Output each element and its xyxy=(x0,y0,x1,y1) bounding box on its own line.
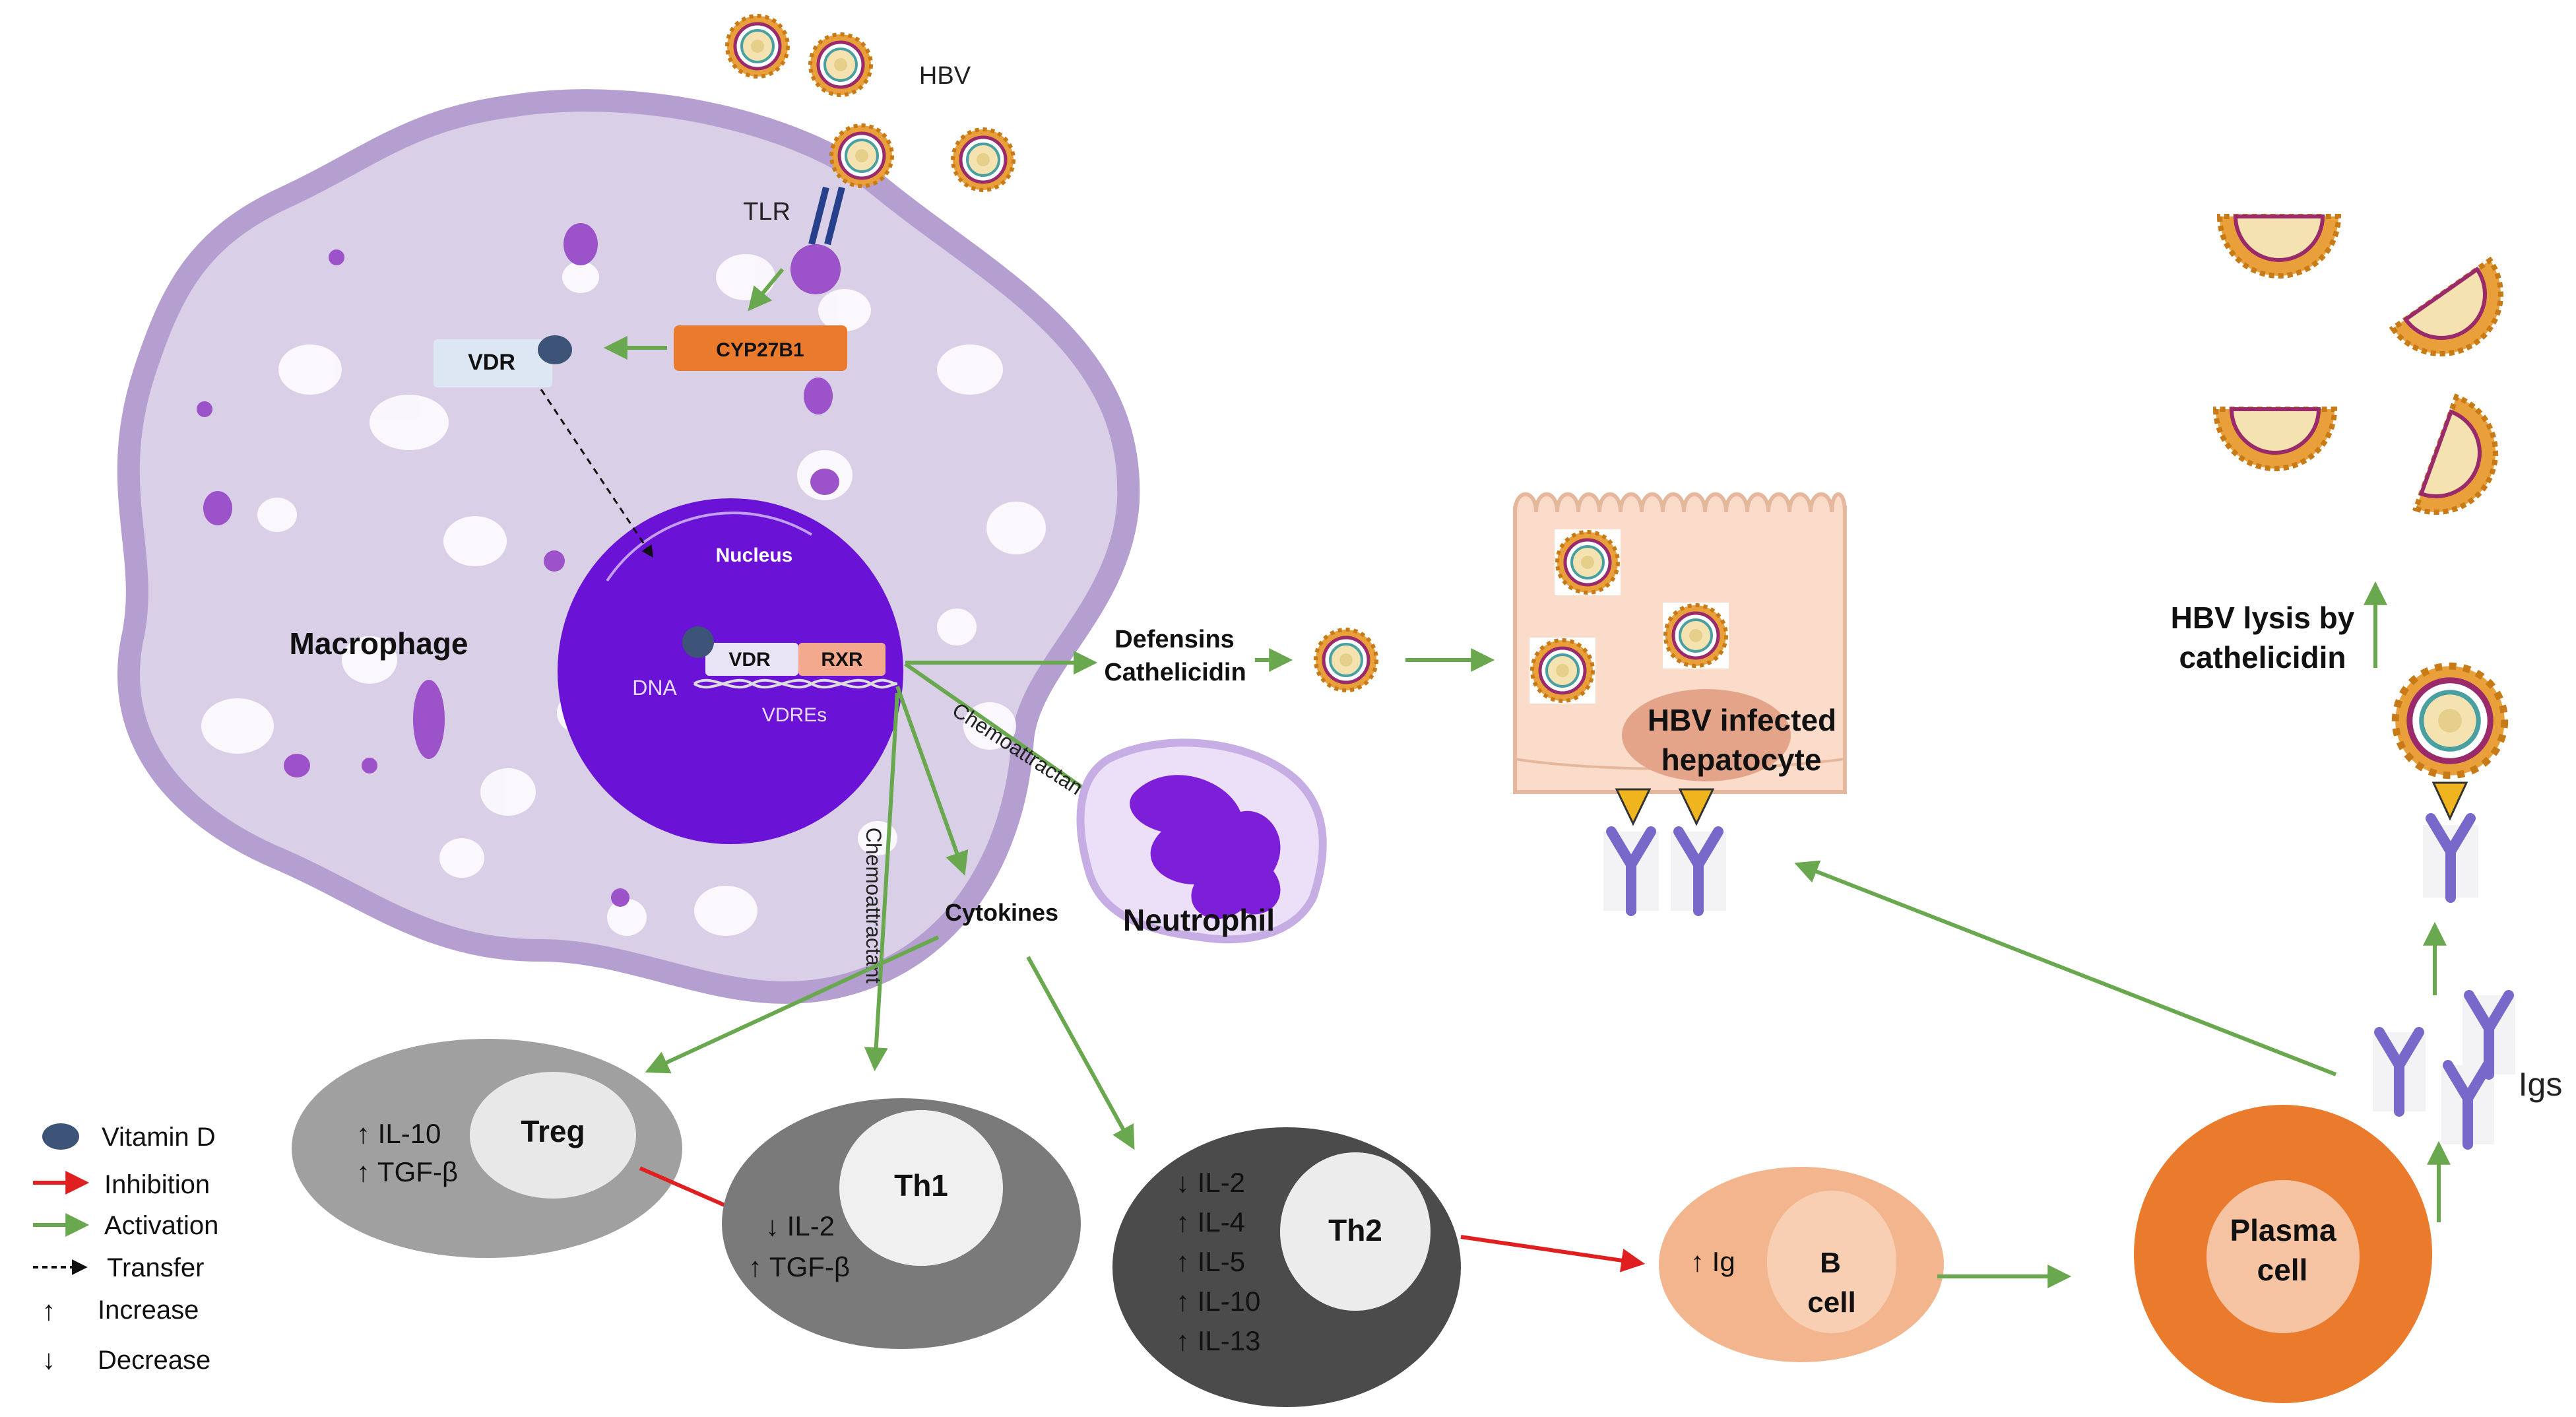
dna-label: DNA xyxy=(632,676,677,700)
hepatocyte-label-2: hepatocyte xyxy=(1661,742,1822,777)
cyp27b1-box xyxy=(674,325,847,371)
arrow-th2-to-bcell xyxy=(1460,1235,1646,1272)
th2-effect-3: ↑ IL-5 xyxy=(1176,1246,1245,1277)
legend-activation-label: Activation xyxy=(104,1211,218,1240)
th1-label: Th1 xyxy=(894,1168,948,1203)
th2-cell xyxy=(1112,1127,1461,1407)
dna-helix xyxy=(693,678,898,689)
vdr-nucleus-box xyxy=(705,643,798,676)
legend-inhibition-label: Inhibition xyxy=(104,1170,210,1199)
th1-cell xyxy=(722,1098,1081,1349)
bcell-label-1: B xyxy=(1820,1247,1841,1279)
arrow-chemo-to-neutrophil xyxy=(904,662,1110,807)
vdres-label: VDREs xyxy=(762,704,827,726)
legend: Vitamin D Inhibition Activation Transfer… xyxy=(33,1123,218,1375)
hbv-opsonized xyxy=(2395,666,2505,898)
legend-decrease-symbol: ↓ xyxy=(42,1344,56,1375)
chemoattractant-vert-label: Chemoattractant xyxy=(862,828,886,984)
th2-effect-5: ↑ IL-13 xyxy=(1176,1325,1260,1356)
arrow-igs-to-hepatocyte xyxy=(1794,860,2337,1076)
nucleus: Nucleus DNA VDR RXR VDREs xyxy=(558,498,903,844)
neutrophil-label: Neutrophil xyxy=(1123,903,1275,937)
arrow-transfer-to-nucleus xyxy=(540,389,653,558)
vdr-top-label: VDR xyxy=(468,350,515,375)
plasma-label-1: Plasma xyxy=(2230,1213,2336,1247)
arrow-cytokines-to-treg xyxy=(645,935,940,1074)
th2-effect-2: ↑ IL-4 xyxy=(1176,1206,1245,1237)
hbv-label: HBV xyxy=(919,62,971,90)
th1-effect-1: ↓ IL-2 xyxy=(765,1210,835,1241)
treg-effect-1: ↑ IL-10 xyxy=(356,1118,441,1149)
hepatocyte-antibodies xyxy=(1603,788,1726,911)
hbv-particle-mid xyxy=(1316,630,1376,690)
plasma-cell xyxy=(2134,1105,2432,1403)
arrow-to-cytokines xyxy=(895,685,969,876)
treg-label: Treg xyxy=(521,1114,585,1148)
igs-cluster xyxy=(2373,995,2515,1144)
legend-vitamin-d-symbol xyxy=(42,1123,79,1150)
vdr-top-box xyxy=(434,339,552,387)
lysed-hbv-particles xyxy=(2212,214,2503,515)
neutrophil-cell xyxy=(1076,739,1327,944)
tlr-label: TLR xyxy=(743,198,790,226)
lysis-label-2: cathelicidin xyxy=(2179,640,2346,675)
legend-decrease-label: Decrease xyxy=(98,1346,210,1375)
legend-increase-symbol: ↑ xyxy=(42,1295,56,1326)
arrow-chemo-to-th1 xyxy=(864,692,899,1072)
b-cell xyxy=(1659,1167,1944,1362)
igs-label: Igs xyxy=(2519,1066,2563,1103)
th2-label: Th2 xyxy=(1328,1213,1382,1247)
treg-cell xyxy=(292,1039,682,1258)
rxr-label: RXR xyxy=(821,649,863,671)
vitamin-d-top xyxy=(538,335,572,364)
defensins-label: Defensins xyxy=(1114,626,1235,653)
lysis-label-1: HBV lysis by xyxy=(2171,601,2355,635)
plasma-label-2: cell xyxy=(2257,1253,2308,1287)
cyp27b1-label: CYP27B1 xyxy=(716,339,804,361)
bcell-effect: ↑ Ig xyxy=(1690,1246,1735,1277)
treg-effect-2: ↑ TGF-β xyxy=(356,1156,458,1187)
th2-effect-1: ↓ IL-2 xyxy=(1176,1167,1245,1198)
hepatocyte-cell xyxy=(1513,492,1847,794)
th1-effect-2: ↑ TGF-β xyxy=(748,1251,850,1282)
legend-transfer-label: Transfer xyxy=(107,1253,204,1282)
rxr-box xyxy=(798,643,886,676)
legend-vitamin-d-label: Vitamin D xyxy=(102,1123,216,1152)
vitamin-d-nucleus xyxy=(682,626,714,658)
bcell-label-2: cell xyxy=(1807,1286,1855,1319)
arrow-cytokines-to-th2 xyxy=(1026,956,1135,1150)
tlr-receptor xyxy=(790,186,845,294)
cytokines-label: Cytokines xyxy=(945,899,1058,926)
hepatocyte-label-1: HBV infected xyxy=(1648,703,1836,737)
legend-increase-label: Increase xyxy=(98,1296,199,1325)
vdr-nucleus-label: VDR xyxy=(728,649,771,671)
arrow-tlr-to-cyp xyxy=(748,268,785,312)
cathelicidin-label: Cathelicidin xyxy=(1104,659,1246,686)
nucleus-label: Nucleus xyxy=(716,544,793,566)
th2-effect-4: ↑ IL-10 xyxy=(1176,1286,1260,1317)
macrophage-label: Macrophage xyxy=(290,626,468,661)
